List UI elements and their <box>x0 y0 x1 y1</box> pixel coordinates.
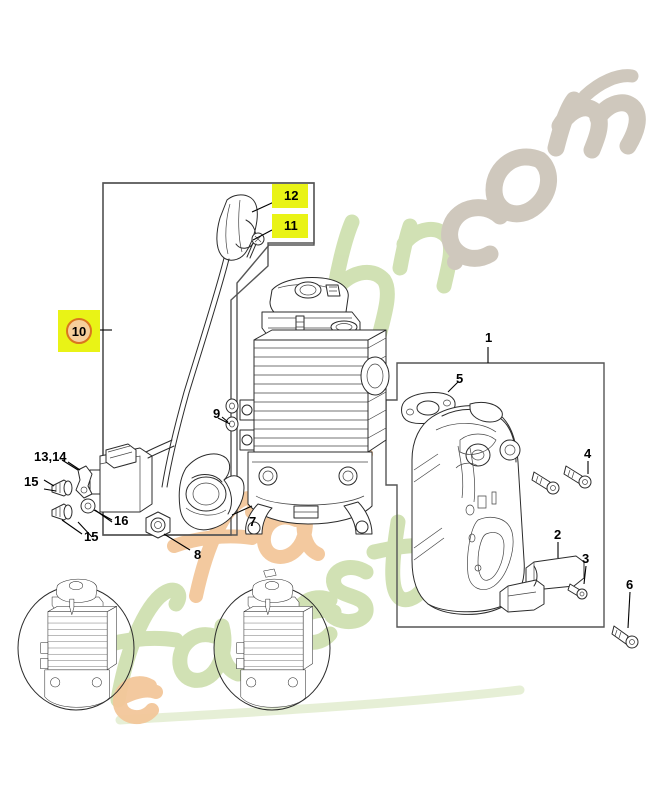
callout-15-lower: 15 <box>84 529 99 544</box>
detail-view-right <box>213 568 331 711</box>
callout-16: 16 <box>114 513 129 528</box>
callout-15-upper: 15 <box>24 474 39 489</box>
callout-12: 12 <box>284 188 299 203</box>
callout-1: 1 <box>485 330 493 345</box>
part-7-manifold-shroud <box>178 453 245 531</box>
part-10-cylinder-engine <box>239 277 390 535</box>
part-1-muffler-body <box>411 347 525 615</box>
group-box-item-1-muffler <box>385 362 605 628</box>
group-box-item-10-outline <box>102 182 315 536</box>
callout-9: 9 <box>213 406 221 421</box>
callout-7: 7 <box>249 514 257 529</box>
callout-4: 4 <box>584 446 592 461</box>
highlight-box-12 <box>272 184 308 208</box>
part-15-screw-lower <box>51 503 83 535</box>
highlight-box-11 <box>272 214 308 238</box>
callout-10: 10 <box>66 318 92 344</box>
part-9-washers <box>221 398 239 432</box>
part-ignition-coil <box>89 439 175 513</box>
callout-8: 8 <box>194 547 202 562</box>
part-13-14-bracket <box>61 459 93 499</box>
leader-lines <box>43 201 275 538</box>
callout-2: 2 <box>554 527 562 542</box>
part-12-spark-plug-cap <box>161 194 258 488</box>
detail-view-left <box>17 578 135 711</box>
callout-11: 11 <box>284 218 298 233</box>
part-15-screw-upper <box>43 479 73 497</box>
part-2-deflector <box>499 542 585 613</box>
callout-5: 5 <box>456 371 464 386</box>
part-6-screw <box>611 591 639 649</box>
part-4-screws <box>531 461 592 495</box>
callout-3: 3 <box>582 551 590 566</box>
part-8-nut <box>145 511 191 551</box>
callout-13-14: 13,14 <box>34 449 67 464</box>
callout-6: 6 <box>626 577 634 592</box>
part-3-screw <box>567 565 588 600</box>
